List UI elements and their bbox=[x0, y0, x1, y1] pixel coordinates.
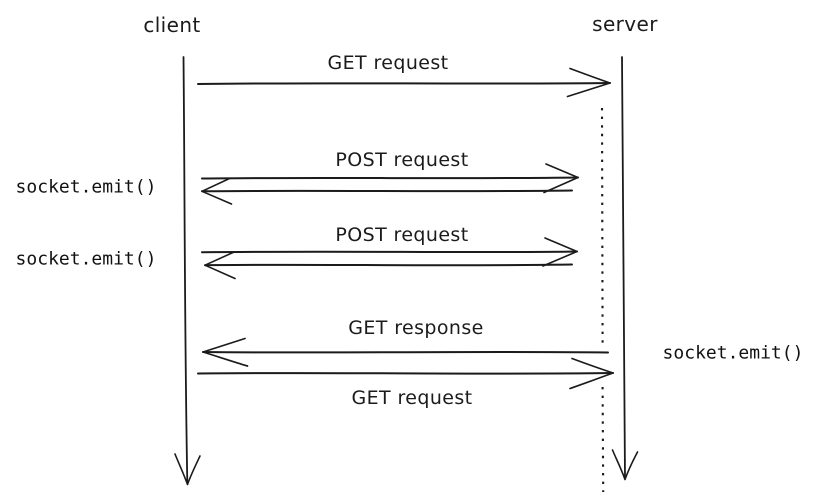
arrow-post-2-request-head-icon bbox=[542, 237, 578, 267]
client-lifeline-arrowhead-icon bbox=[174, 453, 201, 486]
message-label-get-response: GET response bbox=[348, 317, 484, 339]
arrow-get-response bbox=[202, 337, 609, 367]
arrow-get-request-bottom-line bbox=[197, 372, 614, 375]
arrow-get-request-top bbox=[197, 67, 611, 98]
arrow-post-request-2 bbox=[201, 237, 578, 280]
server-lifeline-line bbox=[621, 56, 626, 480]
annotation-socket-emit-left-2: socket.emit() bbox=[15, 248, 157, 270]
client-lifeline-line bbox=[182, 56, 189, 483]
actor-label-server: server bbox=[592, 12, 658, 36]
arrow-get-request-top-line bbox=[197, 82, 611, 85]
arrow-post-2-reply-line bbox=[204, 263, 573, 267]
message-label-get-request-top: GET request bbox=[327, 52, 449, 74]
dotted-line-lower-segment bbox=[601, 386, 605, 493]
arrow-get-request-bottom bbox=[197, 357, 614, 390]
client-lifeline bbox=[174, 56, 201, 486]
arrow-post-1-request-line bbox=[201, 176, 579, 180]
arrow-get-response-line bbox=[202, 350, 609, 354]
message-label-post-request-2: POST request bbox=[335, 224, 469, 246]
held-connection-dotted-line bbox=[600, 107, 605, 493]
arrow-get-request-bottom-head-icon bbox=[569, 357, 614, 390]
arrow-post-1-reply-line bbox=[201, 189, 573, 193]
arrow-post-request-1 bbox=[201, 163, 579, 205]
actor-label-client: client bbox=[143, 13, 201, 37]
annotation-socket-emit-left-1: socket.emit() bbox=[15, 176, 157, 198]
arrow-post-2-reply-head-icon bbox=[204, 251, 236, 280]
annotation-socket-emit-right: socket.emit() bbox=[662, 342, 804, 364]
arrow-get-request-top-head-icon bbox=[566, 67, 611, 98]
message-label-get-request-bottom: GET request bbox=[351, 387, 473, 409]
arrow-post-1-reply-head-icon bbox=[201, 177, 233, 205]
message-label-post-request-1: POST request bbox=[335, 149, 469, 171]
dotted-line-upper-segment bbox=[600, 107, 604, 346]
arrow-post-2-request-line bbox=[201, 250, 578, 254]
arrow-get-response-head-icon bbox=[202, 337, 249, 367]
server-lifeline bbox=[611, 56, 639, 481]
server-lifeline-arrowhead-icon bbox=[611, 449, 639, 481]
